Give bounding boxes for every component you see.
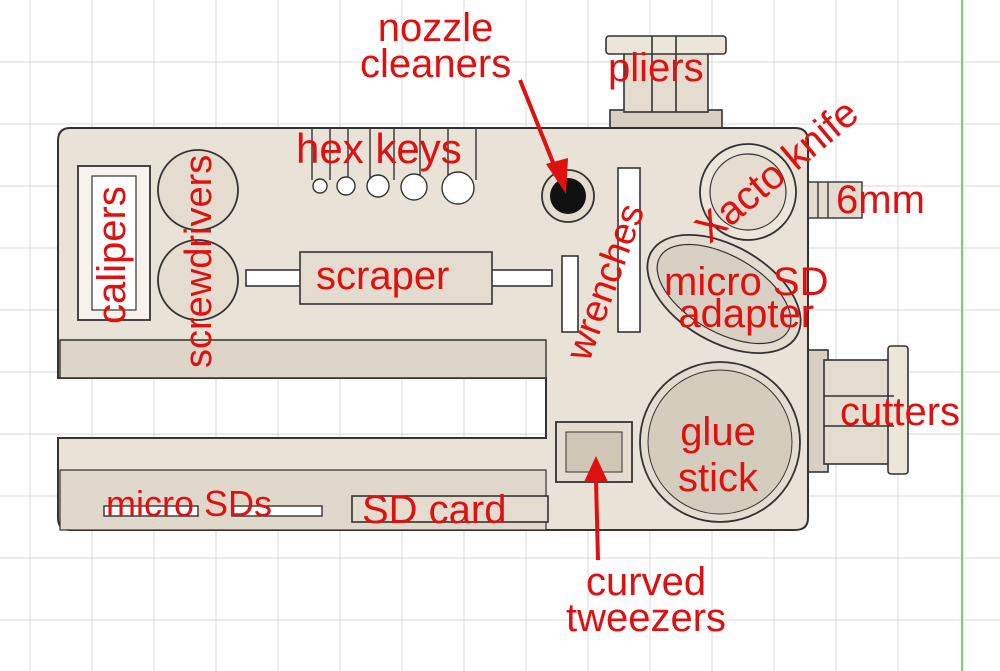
- pliers-holder: [605, 35, 727, 131]
- label-cutters: cutters: [840, 390, 961, 434]
- label-micro-sd-adapter-line-1: micro SD: [664, 260, 829, 304]
- micro-sd-slot-1: [103, 505, 199, 517]
- label-6mm: 6mm: [836, 178, 925, 222]
- xacto-knife-hole-inner: [709, 153, 787, 231]
- label-micro-sd-adapter: micro SD adapter: [664, 262, 828, 334]
- label-nozzle-cleaners-line-2: cleaners: [360, 42, 512, 86]
- nozzle-cleaner-hole-inner: [550, 178, 586, 214]
- label-screwdrivers: screwdrivers: [178, 154, 220, 368]
- micro-sd-adapter-pocket-inner: [656, 243, 792, 345]
- glue-stick-hole-inner: [647, 369, 793, 515]
- label-glue-stick-line-1: glue: [680, 410, 756, 454]
- sd-card-slot: [351, 495, 549, 523]
- label-nozzle-cleaners: nozzle cleaners: [360, 8, 511, 84]
- label-curved-tweezers-line-2: tweezers: [566, 596, 727, 640]
- body-lower-shadow: [59, 339, 547, 379]
- hex-key-holes: [311, 128, 477, 205]
- label-pliers: pliers: [608, 46, 704, 90]
- calipers-slot-inner: [91, 175, 137, 311]
- label-glue-stick-line-2: stick: [678, 456, 758, 500]
- label-calipers: calipers: [90, 186, 134, 324]
- arrow-nozzle-cleaners: [518, 79, 568, 194]
- label-micro-sd-adapter-line-2: adapter: [678, 292, 815, 336]
- screwdriver-hole-top: [157, 149, 239, 231]
- scraper-pocket: [299, 251, 493, 305]
- wrench-slot-large: [617, 167, 641, 333]
- label-sd-card: SD card: [362, 488, 507, 532]
- six-mm-peg: [805, 181, 863, 219]
- label-curved-tweezers: curved tweezers: [566, 562, 726, 638]
- label-micro-sds: micro SDs: [106, 483, 273, 524]
- arrow-curved-tweezers: [584, 456, 608, 561]
- wrench-slot-small: [561, 255, 579, 333]
- label-glue-stick: glue stick: [678, 412, 758, 498]
- label-scraper: scraper: [316, 254, 450, 298]
- label-hex-keys: hex keys: [296, 125, 462, 172]
- label-nozzle-cleaners-line-1: nozzle: [377, 6, 494, 50]
- label-curved-tweezers-line-1: curved: [586, 560, 707, 604]
- cutters-holder: [805, 345, 909, 475]
- micro-sd-slot-2: [231, 505, 323, 517]
- screwdriver-hole-bottom: [157, 239, 239, 321]
